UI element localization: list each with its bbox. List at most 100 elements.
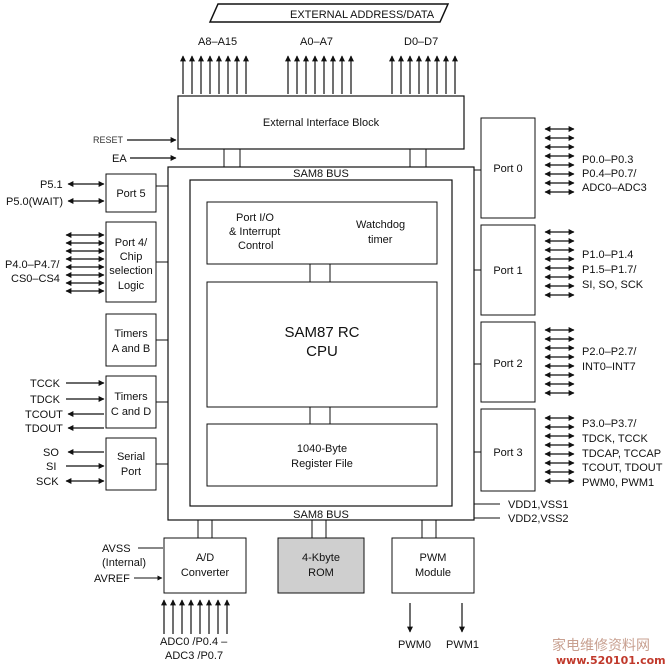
port2-block <box>480 321 536 403</box>
port-io-interrupt-block <box>206 201 438 265</box>
bottom-arrow-group <box>161 599 230 634</box>
sam8-bus-top-label: SAM8 BUS <box>293 168 349 180</box>
port3-block <box>480 408 536 492</box>
vdd2-label: VDD2,VSS2 <box>508 513 569 525</box>
serial-port-line2: Port <box>121 466 141 478</box>
port2-group: Port 2 <box>474 321 536 403</box>
port5-block <box>105 173 157 213</box>
port4-line4: Logic <box>118 280 145 292</box>
sam8-bus-frame-inner <box>189 179 453 507</box>
port-io-line3: Control <box>238 240 273 252</box>
port5-label: Port 5 <box>116 188 145 200</box>
p4-label-2: CS0–CS4 <box>11 273 60 285</box>
p1-line2: P1.5–P1.7/ <box>582 264 637 276</box>
port4-line3: selection <box>109 265 152 277</box>
left-arrow-group <box>65 181 105 484</box>
port-io-line1: Port I/O <box>236 212 274 224</box>
pwm-line1: PWM <box>420 552 447 564</box>
port-io-line2: & Interrupt <box>229 226 280 238</box>
p1-line3: SI, SO, SCK <box>582 279 644 291</box>
watermark-text: 家电维修资料网 <box>552 637 650 654</box>
p3-line2: TDCK, TCCK <box>582 433 648 445</box>
p3-line1: P3.0–P3.7/ <box>582 418 637 430</box>
watchdog-line1: Watchdog <box>356 219 405 231</box>
cpu-line1: SAM87 RC <box>284 324 359 341</box>
p3-line5: PWM0, PWM1 <box>582 477 654 489</box>
p2-line1: P2.0–P2.7/ <box>582 346 637 358</box>
port4-line1: Port 4/ <box>115 237 148 249</box>
port1-group: Port 1 <box>474 224 536 316</box>
si-label: SI <box>46 461 56 473</box>
avref-label: AVREF <box>94 573 130 585</box>
port3-group: Port 3 <box>474 408 536 492</box>
port4-line2: Chip <box>120 251 143 263</box>
p0-line2: P0.4–P0.7/ <box>582 168 637 180</box>
address-high-label: A8–A15 <box>198 36 237 48</box>
p1-line1: P1.0–P1.4 <box>582 249 633 261</box>
timers-cd-line2: C and D <box>111 406 151 418</box>
serial-port-group: Serial Port <box>105 437 168 491</box>
tdck-label: TDCK <box>30 394 61 406</box>
port3-label: Port 3 <box>493 447 522 459</box>
pwm-line2: Module <box>415 567 451 579</box>
tcck-label: TCCK <box>30 378 61 390</box>
rom-block <box>277 537 365 594</box>
port4-group: Port 4/ Chip selection Logic <box>105 221 168 303</box>
port1-block <box>480 224 536 316</box>
tdout-label: TDOUT <box>25 423 63 435</box>
p3-line4: TCOUT, TDOUT <box>582 462 663 474</box>
pwm0-label: PWM0 <box>398 639 431 651</box>
ad-line1: A/D <box>196 552 214 564</box>
address-data-banner <box>208 3 450 23</box>
address-data-banner-label: EXTERNAL ADDRESS/DATA <box>290 9 435 21</box>
port5-group: Port 5 <box>105 173 168 213</box>
avss-label: AVSS <box>102 543 131 555</box>
timers-ab-line2: A and B <box>112 343 151 355</box>
port0-group: Port 0 <box>474 117 536 219</box>
data-bus-label: D0–D7 <box>404 36 438 48</box>
so-label: SO <box>43 447 59 459</box>
avss-sub-label: (Internal) <box>102 557 146 569</box>
serial-port-block <box>105 437 157 491</box>
top-arrow-group <box>180 55 458 94</box>
reset-label: RESET <box>93 135 124 145</box>
vdd1-label: VDD1,VSS1 <box>508 499 569 511</box>
watchdog-line2: timer <box>368 234 393 246</box>
rom-line1: 4-Kbyte <box>302 552 340 564</box>
timers-cd-block <box>105 375 157 429</box>
ea-label: EA <box>112 153 127 165</box>
register-line1: 1040-Byte <box>297 443 347 455</box>
pwm1-label: PWM1 <box>446 639 479 651</box>
timers-ab-line1: Timers <box>114 328 148 340</box>
port0-label: Port 0 <box>493 163 522 175</box>
timers-cd-group: Timers C and D <box>105 375 168 429</box>
watermark-url: www.520101.com <box>556 654 666 667</box>
port1-label: Port 1 <box>493 265 522 277</box>
p5-0-label: P5.0(WAIT) <box>6 196 63 208</box>
sam8-bus-frame-outer <box>167 166 475 521</box>
timers-ab-group: Timers A and B <box>105 313 168 367</box>
port2-label: Port 2 <box>493 358 522 370</box>
sam8-bus-bottom-label: SAM8 BUS <box>293 509 349 521</box>
timers-ab-block <box>105 313 157 367</box>
port4-block <box>105 221 157 303</box>
pwm-module-block <box>391 537 475 594</box>
adc-label-1: ADC0 /P0.4 – <box>160 636 228 648</box>
p5-1-label: P5.1 <box>40 179 63 191</box>
p0-line3: ADC0–ADC3 <box>582 182 647 194</box>
register-line2: Register File <box>291 458 353 470</box>
rom-line2: ROM <box>308 567 334 579</box>
external-interface-label: External Interface Block <box>263 117 380 129</box>
sck-label: SCK <box>36 476 59 488</box>
ad-converter-block <box>163 537 247 594</box>
port0-block <box>480 117 536 219</box>
serial-port-line1: Serial <box>117 451 145 463</box>
right-arrow-group <box>544 126 575 484</box>
p0-line1: P0.0–P0.3 <box>582 154 633 166</box>
external-interface-block <box>177 95 465 150</box>
ad-line2: Converter <box>181 567 230 579</box>
tcout-label: TCOUT <box>25 409 63 421</box>
register-file-block <box>206 423 438 487</box>
